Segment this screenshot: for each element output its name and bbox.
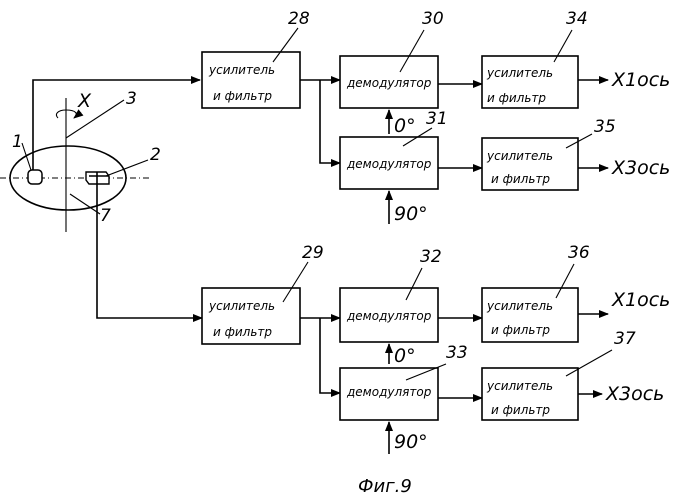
output-37: X3ось: [605, 383, 664, 405]
block-36-amplifier-filter: усилитель и фильтр 36: [482, 243, 590, 342]
element-1-leader: [22, 143, 31, 170]
element-1: [28, 170, 42, 184]
output-34: X1ось: [611, 69, 670, 91]
block-29-line2: и фильтр: [213, 325, 272, 339]
block-28-number: 28: [288, 9, 310, 29]
block-28-amplifier-filter: усилитель и фильтр 28: [202, 9, 310, 108]
block-28-line1: усилитель: [208, 63, 275, 77]
element-3-leader: [66, 100, 124, 138]
label-axis-x: X: [77, 90, 92, 112]
label-2: 2: [150, 145, 161, 165]
label-3: 3: [126, 89, 137, 109]
block-32-demodulator: демодулятор 32 0°: [340, 247, 442, 367]
block-29-amplifier-filter: усилитель и фильтр 29: [202, 243, 324, 344]
label-7: 7: [100, 206, 111, 226]
sensor-wires: [33, 80, 202, 318]
phase-31: 90°: [394, 203, 428, 225]
block-30-text: демодулятор: [346, 76, 432, 90]
channel-bottom: усилитель и фильтр 29 демодулятор 32 0° …: [202, 243, 670, 454]
block-33-number: 33: [446, 343, 468, 363]
block-31-text: демодулятор: [346, 157, 432, 171]
element-2-leader: [106, 160, 148, 176]
block-28-line2: и фильтр: [213, 89, 272, 103]
block-36-line2: и фильтр: [491, 323, 550, 337]
sensor-assembly: 1 2 3 7 X: [0, 89, 161, 232]
block-37-line2: и фильтр: [491, 403, 550, 417]
phase-30: 0°: [394, 115, 416, 137]
label-1: 1: [12, 132, 23, 152]
block-34-line1: усилитель: [486, 66, 553, 80]
element-7-leader: [70, 194, 100, 214]
block-35-line1: усилитель: [486, 149, 553, 163]
block-32-number: 32: [420, 247, 442, 267]
block-35-line2: и фильтр: [491, 172, 550, 186]
block-30-number: 30: [422, 9, 444, 29]
block-34-number: 34: [566, 9, 588, 29]
block-29-number: 29: [302, 243, 324, 263]
block-36-number: 36: [568, 243, 590, 263]
block-33-text: демодулятор: [346, 385, 432, 399]
channel-top: усилитель и фильтр 28 демодулятор 30 0° …: [202, 9, 670, 225]
block-29-line1: усилитель: [208, 299, 275, 313]
block-37-number: 37: [614, 329, 636, 349]
block-35-amplifier-filter: усилитель и фильтр 35: [482, 117, 616, 190]
block-34-line2: и фильтр: [487, 91, 546, 105]
block-34-amplifier-filter: усилитель и фильтр 34: [482, 9, 588, 108]
output-36: X1ось: [611, 289, 670, 311]
block-37-line1: усилитель: [486, 379, 553, 393]
phase-33: 90°: [394, 431, 428, 453]
block-31-number: 31: [426, 109, 448, 129]
block-35-number: 35: [594, 117, 616, 137]
block-32-text: демодулятор: [346, 309, 432, 323]
block-36-line1: усилитель: [486, 299, 553, 313]
figure-caption: Фиг.9: [358, 476, 412, 497]
phase-32: 0°: [394, 345, 416, 367]
output-35: X3ось: [611, 157, 670, 179]
